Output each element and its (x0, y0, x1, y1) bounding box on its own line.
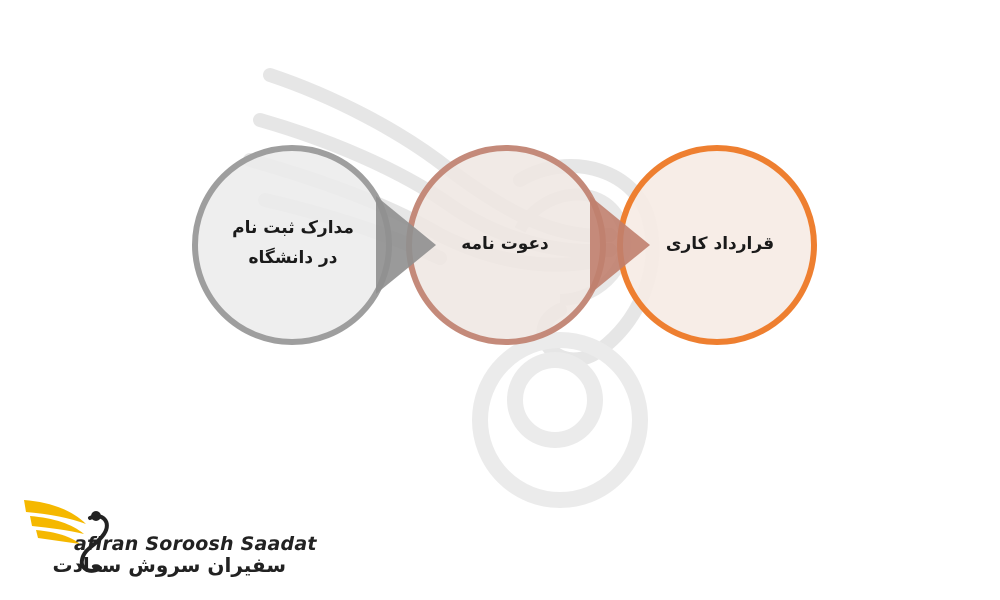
logo-name-persian: سفیران سروش سعادت (52, 553, 287, 577)
step-label-3: قرارداد کاری (665, 234, 775, 254)
step-label-2: دعوت نامه (461, 234, 549, 254)
arrow-1-to-2 (376, 196, 436, 294)
arrow-2-to-3 (590, 196, 650, 294)
logo-name-english: afiran Soroosh Saadat (74, 533, 317, 555)
step-label-1: مدارک ثبت نام در دانشگاه (218, 213, 368, 273)
step-label-1-line2: در دانشگاه (248, 248, 338, 268)
company-logo-icon (24, 500, 109, 573)
step-label-1-line1: مدارک ثبت نام (232, 218, 354, 238)
